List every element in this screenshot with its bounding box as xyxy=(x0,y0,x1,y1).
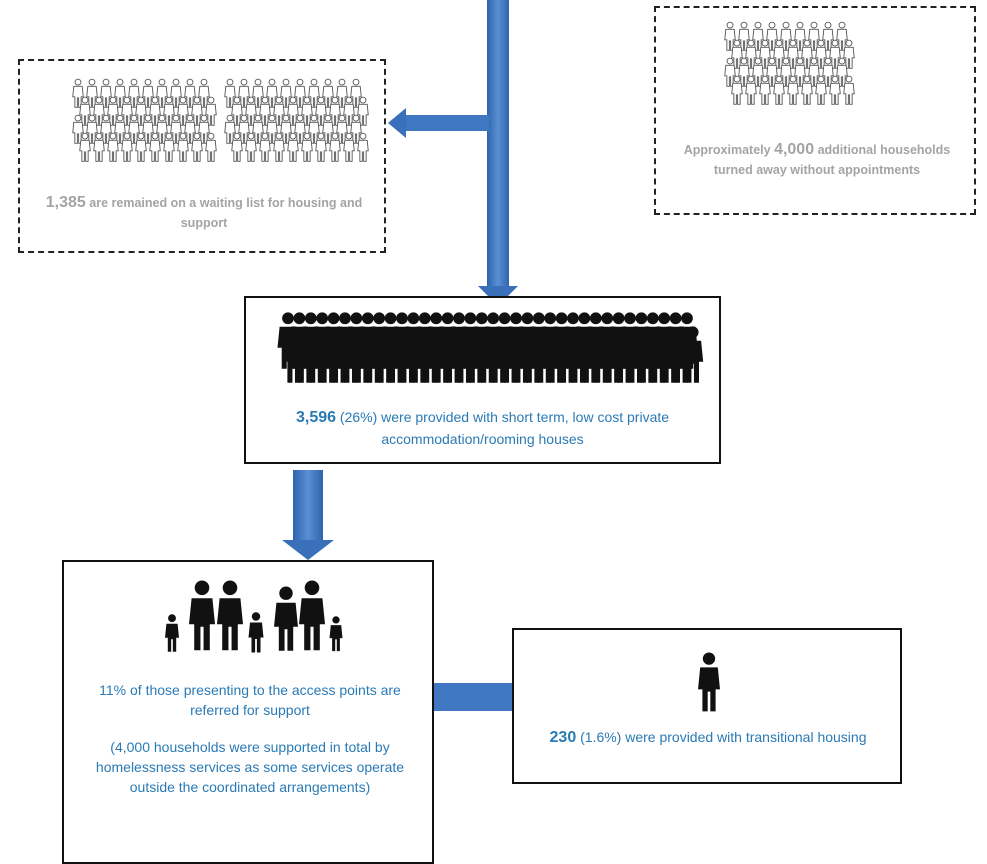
person-silhouette-icon xyxy=(698,652,720,712)
referral-text: 11% of those presenting to the access po… xyxy=(80,680,420,797)
referral-box: 11% of those presenting to the access po… xyxy=(62,560,434,864)
crowd-silhouette-icon xyxy=(277,312,704,383)
left-arrow-waiting xyxy=(388,108,489,138)
crowd-outline-icon xyxy=(72,78,369,162)
down-arrow-referral xyxy=(282,470,334,560)
down-arrow-main xyxy=(478,0,518,306)
waiting-list-box: 1,385 are remained on a waiting list for… xyxy=(18,59,386,253)
transitional-text: 230 (1.6%) were provided with transition… xyxy=(549,729,867,746)
accommodation-box: 3,596 (26%) were provided with short ter… xyxy=(244,296,721,464)
accommodation-text: 3,596 (26%) were provided with short ter… xyxy=(295,409,670,448)
turned-away-box: Approximately 4,000 additional household… xyxy=(654,6,976,215)
turned-away-text: Approximately 4,000 additional household… xyxy=(683,141,951,178)
referral-line-2: (4,000 households were supported in tota… xyxy=(95,738,405,796)
transitional-box: 230 (1.6%) were provided with transition… xyxy=(512,628,902,784)
waiting-list-text: 1,385 are remained on a waiting list for… xyxy=(45,194,363,231)
crowd-outline-icon xyxy=(724,21,855,105)
referral-line-1: 11% of those presenting to the access po… xyxy=(99,682,401,719)
family-silhouette-icon xyxy=(165,580,343,653)
